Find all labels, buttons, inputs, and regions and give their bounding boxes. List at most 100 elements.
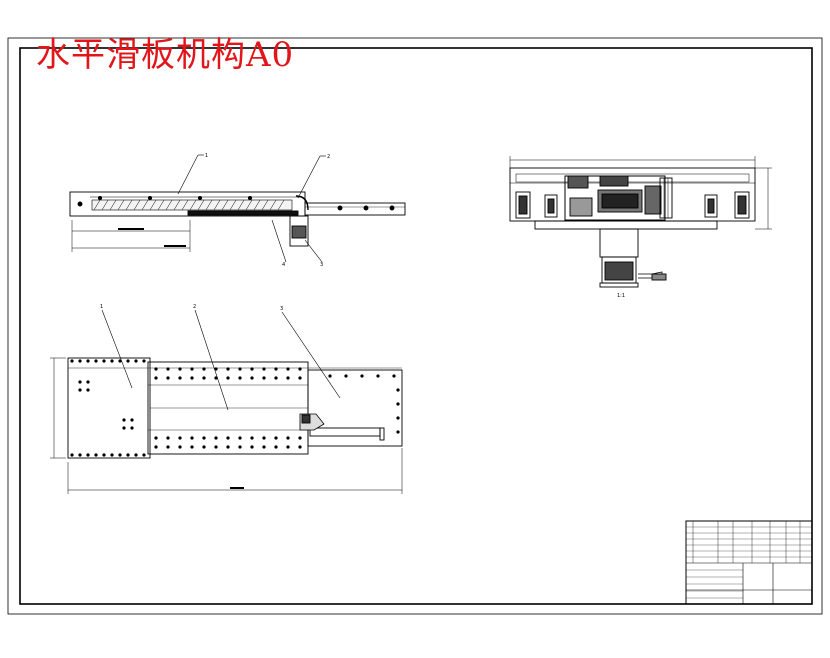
front-view-callouts: 1 2 3 4 [205, 153, 330, 268]
screw-hole [328, 374, 332, 378]
screw-hole [166, 367, 170, 371]
screw-hole [166, 376, 170, 380]
screw-hole [274, 436, 278, 440]
screw-hole [190, 436, 194, 440]
screw-hole [250, 367, 254, 371]
screw-hole [166, 436, 170, 440]
screw-hole [94, 453, 98, 457]
screw-hole [178, 436, 182, 440]
screw-hole [238, 367, 242, 371]
front-view [69, 154, 406, 263]
screw-hole [110, 453, 114, 457]
screw-hole [376, 374, 380, 378]
screw-hole [154, 445, 158, 449]
outer-frame [7, 37, 823, 615]
callout-3: 3 [280, 306, 283, 312]
screw-hole [86, 380, 90, 384]
screw-hole [286, 436, 290, 440]
screw-hole [238, 436, 242, 440]
callout-2: 2 [327, 154, 330, 160]
screw-hole [142, 453, 146, 457]
screw-hole [274, 376, 278, 380]
screw-hole [226, 445, 230, 449]
screw-hole [262, 376, 266, 380]
title-block [685, 520, 813, 605]
screw-hole [274, 445, 278, 449]
screw-hole [134, 359, 138, 363]
screw-hole [360, 374, 364, 378]
screw-hole [250, 376, 254, 380]
screw-hole [344, 374, 348, 378]
screw-hole [178, 376, 182, 380]
screw-hole [262, 367, 266, 371]
screw-hole [396, 388, 400, 392]
screw-hole [78, 388, 82, 392]
screw-hole [122, 418, 126, 422]
screw-hole [190, 445, 194, 449]
screw-hole [134, 453, 138, 457]
screw-hole [154, 376, 158, 380]
screw-hole [70, 359, 74, 363]
screw-hole [298, 436, 302, 440]
screw-hole [262, 436, 266, 440]
callout-2: 2 [193, 304, 196, 310]
screw-hole [202, 376, 206, 380]
screw-hole [110, 359, 114, 363]
top-view-callouts: 1 2 3 [100, 304, 283, 312]
screw-hole [86, 453, 90, 457]
screw-hole [298, 376, 302, 380]
screw-hole [286, 445, 290, 449]
screw-hole [78, 453, 82, 457]
top-rail [307, 369, 403, 447]
screw-hole [86, 359, 90, 363]
screw-hole [166, 445, 170, 449]
title-block-rows [686, 526, 812, 599]
inner-border [19, 47, 813, 605]
screw-hole [214, 367, 218, 371]
side-view-label: 1:1 [617, 293, 625, 299]
screw-hole [274, 367, 278, 371]
top-view-holes [70, 359, 400, 457]
screw-hole [238, 376, 242, 380]
screw-hole [78, 380, 82, 384]
screw-hole [102, 453, 106, 457]
top-view [50, 309, 403, 494]
screw-hole [226, 436, 230, 440]
screw-hole [190, 376, 194, 380]
callout-1: 1 [100, 304, 103, 310]
drawing-title: 水平滑板机构A0 [36, 35, 295, 75]
screw-hole [154, 436, 158, 440]
screw-hole [226, 376, 230, 380]
screw-hole [190, 367, 194, 371]
screw-hole [298, 367, 302, 371]
screw-hole [214, 376, 218, 380]
screw-hole [226, 367, 230, 371]
screw-hole [122, 426, 126, 430]
screw-hole [396, 416, 400, 420]
screw-hole [286, 376, 290, 380]
screw-hole [130, 418, 134, 422]
screw-hole [142, 359, 146, 363]
screw-hole [396, 402, 400, 406]
side-view [509, 156, 772, 288]
top-base-plate [67, 357, 151, 459]
callout-3: 3 [320, 262, 323, 268]
screw-hole [396, 430, 400, 434]
screw-hole [250, 445, 254, 449]
screw-hole [250, 436, 254, 440]
screw-hole [214, 436, 218, 440]
screw-hole [86, 388, 90, 392]
screw-hole [118, 359, 122, 363]
callout-4: 4 [282, 262, 285, 268]
screw-hole [126, 453, 130, 457]
screw-hole [238, 445, 242, 449]
screw-hole [202, 367, 206, 371]
screw-hole [202, 445, 206, 449]
screw-hole [94, 359, 98, 363]
screw-hole [178, 445, 182, 449]
callout-1: 1 [205, 153, 208, 159]
screw-hole [154, 367, 158, 371]
screw-hole [392, 374, 396, 378]
